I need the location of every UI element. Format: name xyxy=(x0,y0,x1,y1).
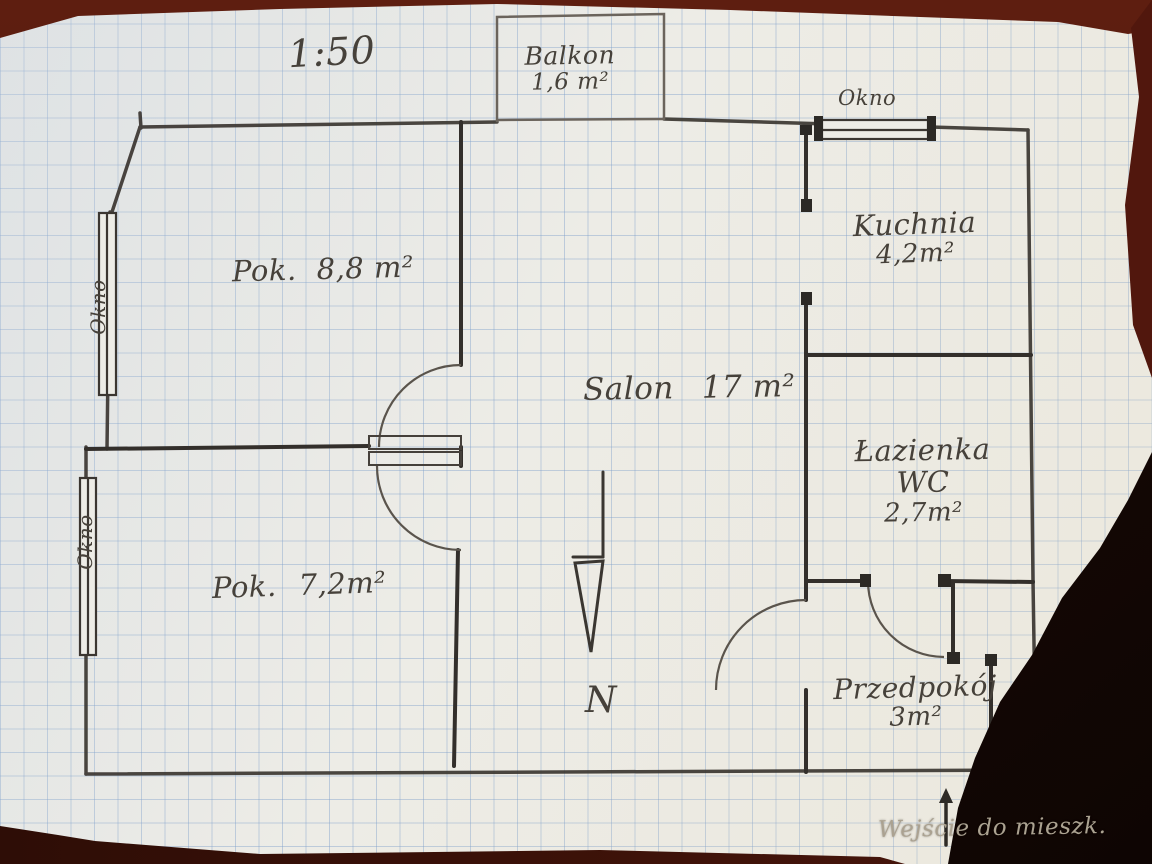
room-label-balkon: Balkon 1,6 m² xyxy=(505,40,636,97)
room-name: Pok. xyxy=(211,568,278,606)
room-area: 8,8 m² xyxy=(316,249,415,287)
room-area: 7,2m² xyxy=(298,564,387,603)
window-label-top: Okno xyxy=(838,86,897,110)
room-label-kuchnia: Kuchnia 4,2m² xyxy=(849,204,981,272)
room-name: Pok. xyxy=(231,252,298,289)
entrance-label: Wejście do mieszk. xyxy=(877,813,1107,843)
room-label-lazienka: Łazienka WC 2,7m² xyxy=(854,431,991,529)
north-label: N xyxy=(585,680,617,721)
room-name: Balkon xyxy=(524,40,616,71)
wardrobe-symbol xyxy=(368,435,462,466)
room-name: Przedpokój xyxy=(832,668,998,707)
room-area: 4,2m² xyxy=(875,238,956,271)
room-label-przedpokoj: Przedpokój 3m² xyxy=(833,669,998,735)
room-label-pok-dolny: Pok. 7,2m² xyxy=(211,565,386,605)
north-arrow-icon xyxy=(571,470,605,653)
window-symbols xyxy=(78,118,930,657)
room-name-2: WC xyxy=(896,465,950,500)
room-name: Łazienka xyxy=(854,431,991,469)
room-area: 1,6 m² xyxy=(531,68,610,96)
window-label-left-lower: Okno xyxy=(73,514,97,570)
wall-jambs xyxy=(800,116,997,666)
room-label-pok-gorny: Pok. 8,8 m² xyxy=(232,250,415,289)
door-arcs xyxy=(375,363,945,691)
room-area: 3m² xyxy=(888,701,943,734)
room-label-salon: Salon 17 m² xyxy=(583,368,796,408)
scale-label: 1:50 xyxy=(286,27,377,77)
room-area: 17 m² xyxy=(701,368,796,406)
room-name: Salon xyxy=(582,370,675,408)
room-area: 2,7m² xyxy=(883,497,964,529)
window-label-left-upper: Okno xyxy=(86,279,110,335)
room-name: Kuchnia xyxy=(852,204,977,244)
